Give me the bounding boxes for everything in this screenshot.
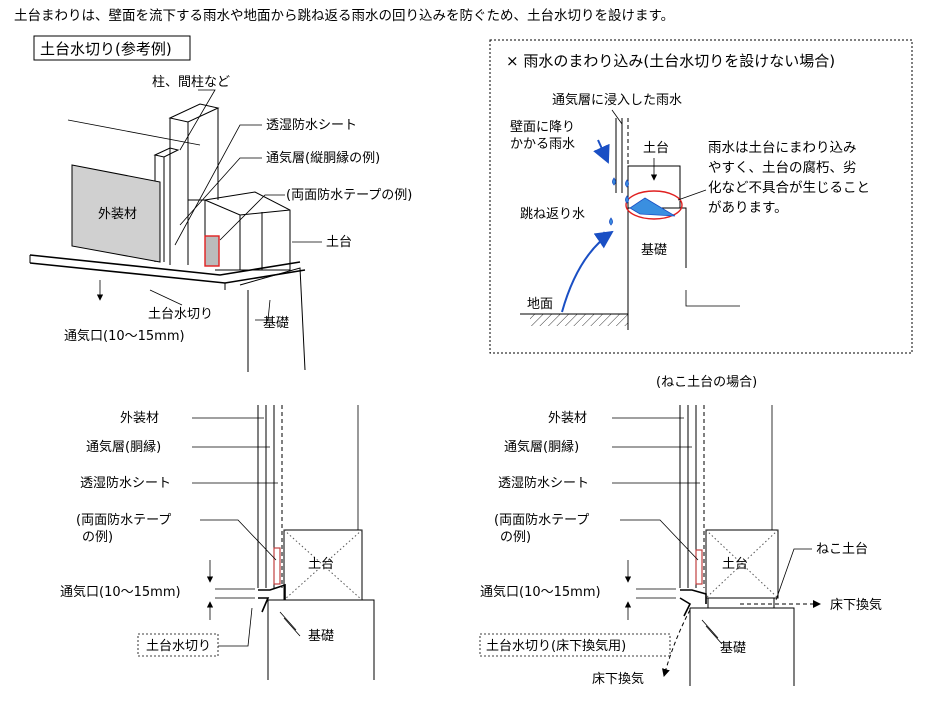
sl-label-tape-2: の例) <box>82 530 113 545</box>
inset-label-wall-rain-2: かかる雨水 <box>510 137 575 152</box>
sl-label-cladding: 外装材 <box>120 411 159 426</box>
sill-water-highlight <box>625 190 683 220</box>
sl-label-flashing: 土台水切り <box>146 639 211 654</box>
sl-label-foundation: 基礎 <box>308 629 334 644</box>
sl-label-vent-gap: 通気口(10～15mm) <box>60 584 181 600</box>
sr-label-underfloor-bottom: 床下換気 <box>592 671 644 687</box>
persp-label-cladding: 外装材 <box>98 207 137 222</box>
inset-caption: (ねこ土台の場合) <box>656 375 757 390</box>
persp-label-vent-layer: 通気層(縦胴縁の例) <box>266 150 380 166</box>
perspective-title-box <box>33 35 191 61</box>
inset-label-wall-rain-1: 壁面に降り <box>510 120 575 135</box>
sr-label-neko: ねこ土台 <box>816 542 868 557</box>
cladding-panel <box>71 164 161 263</box>
sl-label-sill: 土台 <box>308 557 334 572</box>
inset-note-line-1: 雨水は土台にまわり込み <box>708 140 857 156</box>
sr-label-foundation: 基礎 <box>720 641 746 656</box>
section-right-figure: 外装材 通気層(胴縁) 透湿防水シート (両面防水テープ の例) 通気口(10～… <box>479 405 882 687</box>
perspective-figure: 土台水切り(参考例) 外装材 <box>29 35 412 372</box>
inset-frame <box>489 39 913 354</box>
persp-label-pillar: 柱、間柱など <box>152 75 230 90</box>
persp-label-foundation: 基礎 <box>263 316 289 331</box>
persp-label-flashing: 土台水切り <box>148 307 213 322</box>
inset-label-vent-water: 通気層に浸入した雨水 <box>552 92 682 108</box>
inset-note-line-3: 化など不具合が生じること <box>708 180 870 196</box>
sl-label-tape-1: (両面防水テープ <box>76 512 171 528</box>
sr-label-underfloor-right: 床下換気 <box>830 597 882 613</box>
intro-text: 土台まわりは、壁面を流下する雨水や地面から跳ね返る雨水の回り込みを防ぐため、土台… <box>14 8 674 24</box>
persp-label-sill: 土台 <box>326 235 352 250</box>
section-left-figure: 外装材 通気層(胴縁) 透湿防水シート (両面防水テープ の例) 通気口(10～… <box>60 405 375 680</box>
inset-figure: × 雨水のまわり込み(土台水切りを設けない場合) 通気層に浸入した雨水 壁面に降… <box>489 39 913 390</box>
sr-label-sill: 土台 <box>722 557 748 572</box>
persp-label-tape: (両面防水テープの例) <box>286 187 412 203</box>
inset-note-line-2: やすく、土台の腐朽、劣 <box>708 160 857 176</box>
persp-label-sheet: 透湿防水シート <box>266 117 357 133</box>
sr-label-cladding: 外装材 <box>548 411 587 426</box>
inset-label-sill: 土台 <box>643 141 669 156</box>
sl-label-vent-layer: 通気層(胴縁) <box>86 439 161 455</box>
sr-label-tape-1: (両面防水テープ <box>494 512 589 528</box>
sr-label-tape-2: の例) <box>500 530 531 545</box>
sr-label-vent-gap: 通気口(10～15mm) <box>480 584 601 600</box>
sr-label-vent-layer: 通気層(胴縁) <box>504 439 579 455</box>
inset-label-foundation: 基礎 <box>641 243 667 258</box>
inset-title: × 雨水のまわり込み(土台水切りを設けない場合) <box>506 52 835 70</box>
persp-label-vent-gap: 通気口(10～15mm) <box>64 328 185 344</box>
inset-label-splash: 跳ね返り水 <box>520 207 585 222</box>
left-flashing-label-box <box>137 633 219 657</box>
sr-label-flashing: 土台水切り(床下換気用) <box>486 638 626 654</box>
inset-note-line-4: があります。 <box>708 200 788 216</box>
tape-highlight <box>204 235 220 267</box>
inset-label-ground: 地面 <box>527 297 553 312</box>
right-flashing-label-box <box>479 633 671 657</box>
sl-label-sheet: 透湿防水シート <box>80 475 171 491</box>
perspective-title: 土台水切り(参考例) <box>40 40 172 58</box>
sr-label-sheet: 透湿防水シート <box>498 475 589 491</box>
